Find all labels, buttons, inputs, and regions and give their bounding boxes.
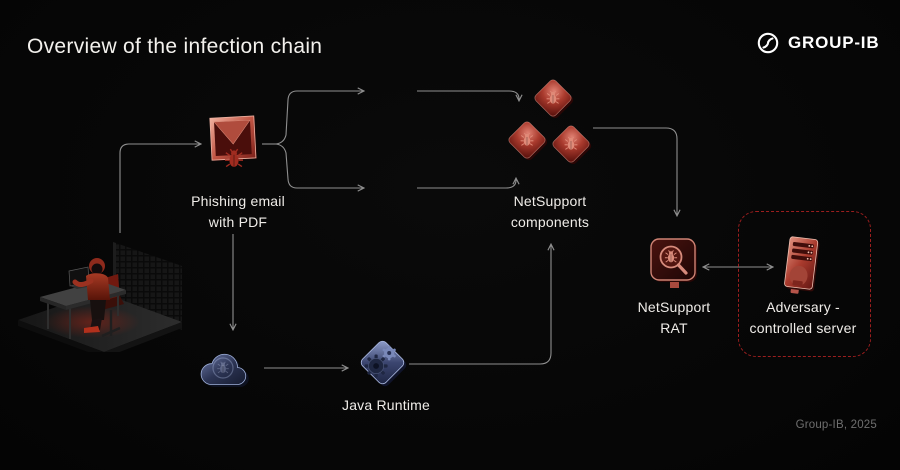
adversary-dashed-box <box>738 211 871 357</box>
envelope-bug-icon <box>209 115 258 168</box>
hacker-at-desk-illustration <box>18 242 182 352</box>
phishing-email-label: Phishing email with PDF <box>191 193 285 230</box>
netsupport-components-icons <box>508 79 592 165</box>
brand-name: GROUP-IB <box>788 33 880 52</box>
arrow-to-components-top <box>417 90 523 103</box>
brand-logo: GROUP-IB <box>756 31 879 55</box>
credit-text: Group-IB, 2025 <box>795 419 877 431</box>
page-title: Overview of the infection chain <box>27 35 323 58</box>
group-ib-logo-icon <box>757 32 779 54</box>
cloud-bug-icon <box>200 353 249 388</box>
large-gear <box>364 354 388 378</box>
diamond-bug-icon <box>534 79 574 119</box>
arrow-components-to-rat <box>593 127 681 218</box>
gears-diamond-icon <box>360 340 407 387</box>
hoodie-torso <box>86 273 110 300</box>
arrow-to-components-bottom <box>417 176 520 189</box>
small-gear <box>382 345 396 361</box>
adversary-server-label: Adversary - controlled server <box>749 299 857 336</box>
magnifier-bug-icon <box>650 238 697 288</box>
arrow-email-fork-bottom <box>275 143 366 192</box>
netsupport-components-label: NetSupport components <box>510 193 590 230</box>
arrow-java-to-components <box>409 242 555 365</box>
arrow-victim-to-email <box>119 140 203 233</box>
hacker-head <box>91 263 103 275</box>
netsupport-rat-label: NetSupport RAT <box>637 299 711 336</box>
server-icon <box>784 236 820 294</box>
red-sneaker <box>84 326 100 333</box>
diamond-bug-icon <box>508 121 548 161</box>
arrow-email-fork-top <box>275 87 366 145</box>
java-runtime-label: Java Runtime <box>342 397 430 413</box>
diamond-bug-icon <box>552 125 592 165</box>
